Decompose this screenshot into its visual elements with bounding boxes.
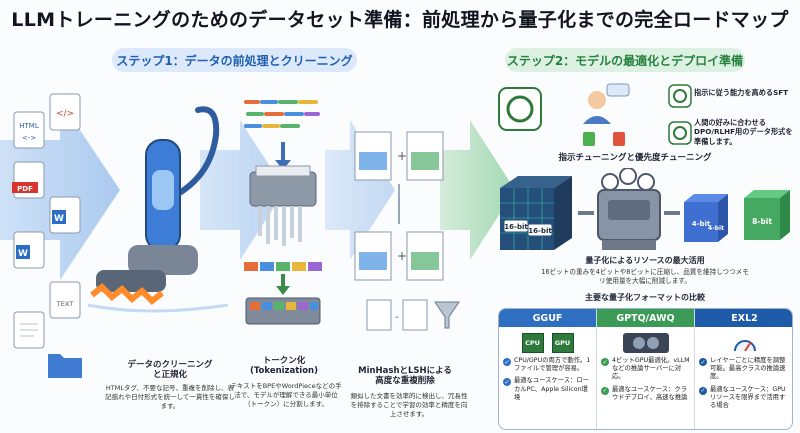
svg-text:HTML: HTML <box>19 122 39 130</box>
format-comparison-table: GGUF CPU GPU ✓CPU/GPUの両方で動作。1ファイルで管理が容易。… <box>498 308 793 430</box>
thumbs-down-icon <box>613 132 625 146</box>
tokenize-description: テキストをBPEやWordPieceなどの手法で、モデルが理解できる最小単位（ト… <box>230 382 342 408</box>
svg-text:4-bit: 4-bit <box>708 225 724 232</box>
svg-text:16-bit: 16-bit <box>504 223 528 231</box>
compare-title: 主要な量子化フォーマットの比較 <box>585 293 705 302</box>
svg-text:W: W <box>54 214 64 224</box>
sft-caption: 指示チューニングと優先度チューニング <box>558 153 712 163</box>
gpu-card-icon <box>622 333 669 353</box>
pdf-file-icon: PDF <box>12 161 45 199</box>
svg-text:+: + <box>397 149 407 163</box>
cleaning-caption-line2: と正規化 <box>152 370 187 381</box>
sft-illustration <box>498 83 630 146</box>
text-file-icon: TEXT <box>13 281 81 349</box>
gguf-bullet-2-text: 最適なユースケース：ローカルPC、Apple Silicon環境 <box>514 377 589 401</box>
code-file-icon: </> <box>49 93 81 131</box>
tokenizer-illustration <box>244 100 322 325</box>
cleaning-caption: データのクリーニング と正規化 <box>110 360 230 380</box>
folder-icon <box>48 354 82 378</box>
svg-text:W: W <box>18 249 28 259</box>
sft-item1: 指示に従う能力を高めるSFT <box>694 88 789 97</box>
dedup-caption: MinHashとLSHによる 高度な重複削除 <box>350 366 460 386</box>
step2-banner: ステップ2：モデルの最適化とデプロイ準備 <box>505 48 745 72</box>
gptq-bullet-1: ✓4ビットGPU最適化。vLLMなどの推論サーバーに対応。 <box>601 357 690 382</box>
dedup-caption-line2: 高度な重複削除 <box>375 376 435 387</box>
cleaning-description: HTMLタグ、不要な記号、重複を削除し、表記揺れや日付形式を統一して一貫性を確保… <box>105 384 235 410</box>
dedup-description: 類似した文書を効率的に検出し、冗長性を排除することで学習の効率と精度を向上させま… <box>350 392 468 418</box>
exl2-bullet-1-text: レイヤーごとに精度を調整可能。最高クラスの推論速度。 <box>710 357 786 381</box>
check-icon: ✓ <box>699 386 707 395</box>
cpu-chip-icon: CPU <box>521 333 544 353</box>
compressor-machine <box>597 168 661 250</box>
format-col-exl2: EXL2 ✓レイヤーごとに精度を調整可能。最高クラスの推論速度。 ✓最適なユース… <box>695 309 792 429</box>
cube-16bit <box>500 176 572 250</box>
check-icon: ✓ <box>503 358 511 366</box>
gguf-bullet-1: ✓CPU/GPUの両方で動作。1ファイルで管理が容易。 <box>503 357 592 373</box>
svg-text:+: + <box>397 249 407 263</box>
thumbs-up-icon <box>583 132 595 146</box>
page-title: LLMトレーニングのためのデータセット準備：前処理から量子化までの完全ロードマッ… <box>11 9 789 31</box>
quant-caption: 量子化によるリソースの最大活用 <box>585 256 705 265</box>
svg-text:</>: </> <box>56 109 74 119</box>
exl2-bullet-2: ✓最適なユースケース：GPUリソースを限界まで活用する場合 <box>699 386 790 411</box>
html-file-icon: HTML <-> <box>13 111 45 149</box>
vacuum-illustration <box>88 106 228 313</box>
svg-text:4-bit: 4-bit <box>692 220 711 228</box>
format-exl2-header: EXL2 <box>695 309 792 327</box>
format-gptq-header: GPTQ/AWQ <box>597 309 694 327</box>
svg-text:16-bit: 16-bit <box>528 227 552 235</box>
step1-banner: ステップ1：データの前処理とクリーニング <box>112 48 357 72</box>
exl2-bullet-2-text: 最適なユースケース：GPUリソースを限界まで活用する場合 <box>710 385 786 409</box>
tokenize-caption-line2: (Tokenization) <box>250 366 318 377</box>
gptq-bullet-2-text: 最適なユースケース：クラウドデプロイ、高速な推論 <box>612 385 688 401</box>
exl2-bullet-1: ✓レイヤーごとに精度を調整可能。最高クラスの推論速度。 <box>699 357 790 382</box>
cleaning-caption-line1: データのクリーニング <box>127 360 213 370</box>
format-col-gguf: GGUF CPU GPU ✓CPU/GPUの両方で動作。1ファイルで管理が容易。… <box>499 309 597 429</box>
speedometer-icon <box>733 340 756 352</box>
format-gguf-header: GGUF <box>499 309 596 327</box>
gguf-bullet-2: ✓最適なユースケース：ローカルPC、Apple Silicon環境 <box>503 377 592 402</box>
model-icon-small-2 <box>668 121 692 145</box>
tokenize-caption-line1: トークン化 <box>262 356 306 366</box>
check-icon: ✓ <box>503 378 511 387</box>
svg-text:<->: <-> <box>22 134 36 142</box>
tokenize-caption: トークン化 (Tokenization) <box>234 356 334 376</box>
word-file-icon: W <box>49 196 81 234</box>
flow-arrow-3 <box>325 120 395 260</box>
check-icon: ✓ <box>601 358 609 366</box>
dedup-caption-line1: MinHashとLSHによる <box>358 366 452 376</box>
quant-illustration: 16-bit 16-bit 4-bit 4-bit 8-bit <box>500 168 790 250</box>
gptq-bullet-1-text: 4ビットGPU最適化。vLLMなどの推論サーバーに対応。 <box>612 357 690 381</box>
gguf-bullet-1-text: CPU/GPUの両方で動作。1ファイルで管理が容易。 <box>514 357 591 373</box>
svg-text:PDF: PDF <box>17 185 33 193</box>
quant-description: 16ビットの重みを4ビットや8ビットに圧縮し、品質を維持しつつメモリ使用量を大幅… <box>541 268 749 285</box>
model-small-icons <box>668 84 692 145</box>
sft-item2: 人間の好みに合わせるDPO/RLHF用のデータ形式を準備します。 <box>694 118 793 146</box>
format-col-gptq: GPTQ/AWQ ✓4ビットGPU最適化。vLLMなどの推論サーバーに対応。 ✓… <box>597 309 695 429</box>
gpu-chip-icon: GPU <box>551 333 574 353</box>
check-icon: ✓ <box>699 358 707 366</box>
dedup-illustration: + + - <box>354 131 460 331</box>
model-icon-small <box>668 84 692 108</box>
svg-text:TEXT: TEXT <box>56 300 73 308</box>
gptq-bullet-2: ✓最適なユースケース：クラウドデプロイ、高速な推論 <box>601 386 690 402</box>
flow-arrow-2 <box>200 120 285 260</box>
model-icon <box>498 87 542 131</box>
svg-text:-: - <box>395 312 399 323</box>
source-files: HTML <-> </> PDF W W TEXT <box>12 92 87 382</box>
check-icon: ✓ <box>601 386 609 395</box>
word-file-icon-2: W <box>13 231 45 269</box>
cube-4bit <box>684 194 728 242</box>
cube-8bit <box>744 190 790 240</box>
flow-arrow-4 <box>440 120 515 260</box>
svg-text:8-bit: 8-bit <box>752 217 772 226</box>
